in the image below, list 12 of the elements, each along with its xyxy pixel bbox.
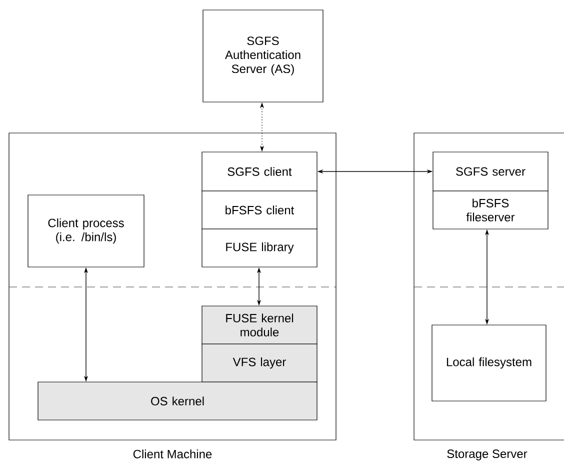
layer-box: SGFS Authentication Server (AS): [202, 10, 324, 102]
layer-box: SGFS server: [432, 152, 548, 192]
layer-box: bFSFS fileserver: [432, 190, 548, 230]
layer-box: FUSE library: [202, 228, 318, 268]
layer-box: Client process (i.e. /bin/ls): [28, 194, 144, 268]
layer-box: VFS layer: [202, 344, 318, 382]
layer-box: SGFS client: [202, 152, 318, 192]
node-label: Storage Server: [447, 450, 528, 460]
layer-box: Local filesystem: [432, 324, 546, 402]
layer-box: bFSFS client: [202, 190, 318, 230]
layer-box: FUSE kernel module: [202, 306, 318, 344]
node-label: Client Machine: [133, 450, 212, 458]
